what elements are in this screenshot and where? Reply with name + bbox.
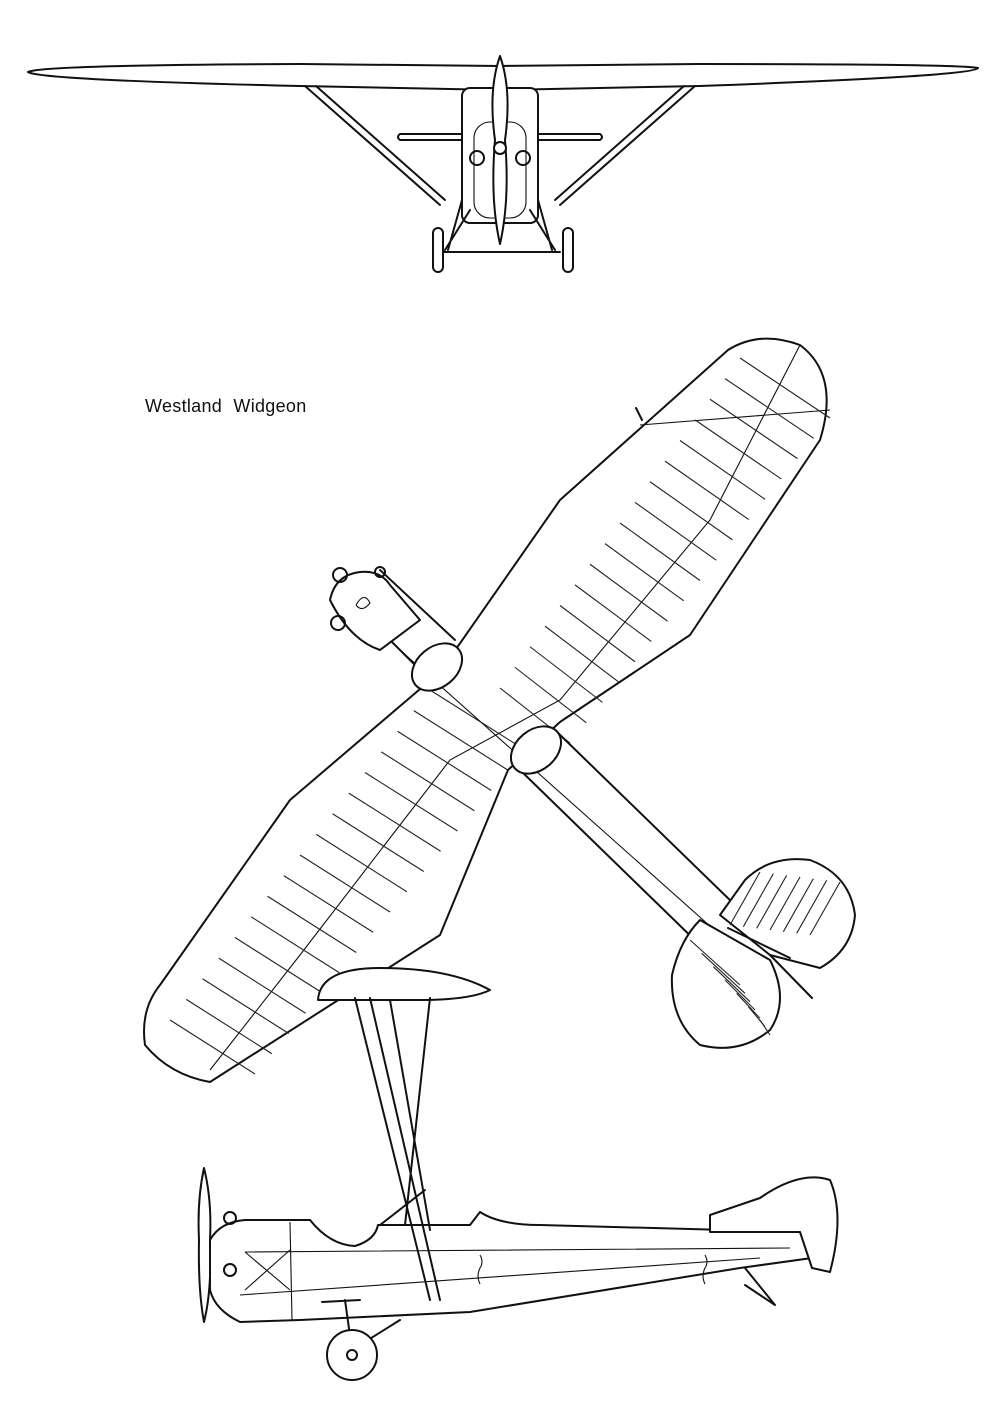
plan-tail-rib <box>742 873 774 927</box>
side-view <box>197 967 839 1381</box>
front-view <box>27 55 979 273</box>
front-wing-strut-right <box>554 85 696 206</box>
plan-wing-rib <box>250 916 340 974</box>
front-cylinder-right <box>515 150 531 166</box>
plan-tail-rib <box>689 939 741 986</box>
side-rigging-wires <box>477 1254 708 1285</box>
plan-pitot <box>635 407 643 421</box>
front-wheel-left <box>432 227 444 273</box>
side-cylinder-top <box>223 1211 237 1225</box>
side-tailskid <box>744 1267 776 1306</box>
plan-wing-rib <box>634 501 717 561</box>
side-wheel-hub <box>346 1349 358 1361</box>
plan-wing-rib <box>529 646 603 703</box>
plan-tail-rib <box>712 966 751 1003</box>
plan-wing-rib <box>397 730 492 791</box>
plan-wing-rib <box>218 957 306 1014</box>
plan-tail-rib <box>809 881 841 936</box>
plan-wing-rib <box>694 419 782 480</box>
plan-wing-rib <box>574 584 652 642</box>
side-fuselage <box>209 1211 813 1323</box>
plan-wing-rib <box>332 813 425 872</box>
side-cylinder-bottom <box>223 1263 237 1277</box>
front-spinner <box>493 141 507 155</box>
plan-wing-rib <box>315 833 408 893</box>
plan-tail-rib <box>724 979 756 1011</box>
plan-tail-rib <box>769 876 801 931</box>
plan-cylinder-side <box>330 615 346 631</box>
plan-tail-rib <box>701 952 746 994</box>
plan-wing-rib <box>589 563 668 622</box>
plan-tail-rib <box>782 878 814 932</box>
side-wing <box>317 967 491 1001</box>
plan-wing-rib <box>234 937 323 994</box>
plan-tail-rib <box>729 871 761 926</box>
plan-wing-rib <box>202 978 290 1034</box>
front-wheel-right <box>562 227 574 273</box>
plan-wing-rib <box>364 772 458 832</box>
plan-tail-ribs <box>689 871 841 1036</box>
plan-wing-rib <box>267 895 357 953</box>
plan-elevator-hinge <box>727 927 813 999</box>
plan-front-cockpit <box>410 642 464 692</box>
plan-wing-rib <box>649 481 733 541</box>
plan-wing-rib <box>559 605 636 663</box>
plan-wing-rib <box>380 751 475 812</box>
front-undercarriage <box>439 199 561 253</box>
plan-wing <box>143 337 828 1083</box>
side-cabane-struts <box>354 997 441 1301</box>
front-wing-strut-left <box>304 85 446 206</box>
plan-wing-rib <box>348 792 441 852</box>
plan-wing-rib <box>429 689 526 751</box>
front-tailplane <box>397 133 603 141</box>
plan-tail-rib <box>736 992 761 1019</box>
plan-wing-rib <box>604 543 685 602</box>
plan-engine <box>329 570 421 651</box>
side-propeller <box>197 1167 212 1323</box>
plan-wing-rib <box>514 666 587 724</box>
side-wheel <box>326 1329 378 1381</box>
plan-wing-rib <box>739 357 831 419</box>
plan-cylinder-top <box>332 567 348 583</box>
plan-wing-spar <box>209 344 801 1071</box>
plan-wing-rib <box>283 875 374 933</box>
plan-wing-ribs <box>169 357 831 1075</box>
plan-wing-rib <box>679 440 766 500</box>
plan-wing-rib <box>619 522 701 581</box>
plan-wing-rib <box>709 398 798 460</box>
front-cylinder-left <box>469 150 485 166</box>
plan-wing-rib <box>413 710 509 771</box>
plan-wing-rib <box>185 998 273 1055</box>
plan-cylinder-upper <box>374 566 386 578</box>
side-fuselage-longeron <box>239 1247 791 1296</box>
plan-tailplane-left <box>670 919 781 1049</box>
plan-wing-rib <box>724 378 815 439</box>
plan-wing-rib <box>664 460 750 521</box>
plan-wing-rib <box>299 854 391 913</box>
plan-tail-rib <box>796 880 828 934</box>
plan-wing-rib <box>169 1019 256 1075</box>
plan-wing-rib <box>544 625 620 683</box>
plan-tail-rib <box>759 1019 771 1036</box>
plan-tail-rib <box>756 875 788 929</box>
plan-view <box>143 337 856 1083</box>
drawing-title: Westland Widgeon <box>145 396 307 416</box>
side-fin-rudder <box>709 1176 839 1273</box>
plan-rear-cockpit <box>509 725 563 775</box>
